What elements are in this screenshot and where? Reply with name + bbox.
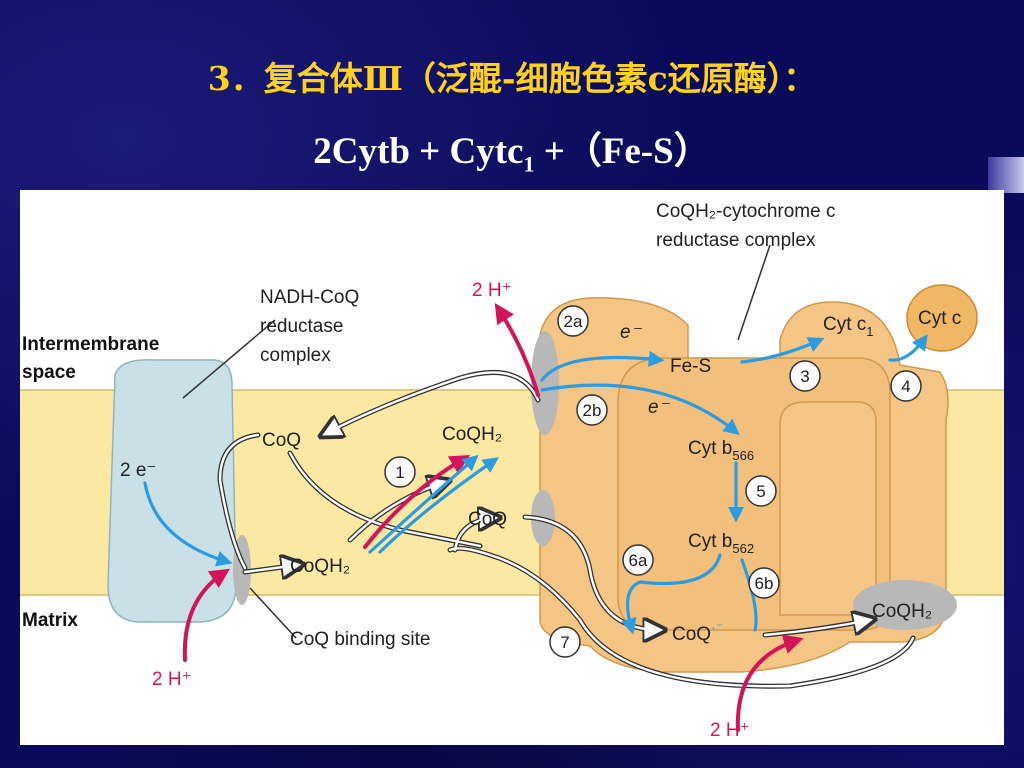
cyt-c1-label: Cyt c1	[823, 314, 874, 339]
step-1: 1	[395, 463, 404, 482]
coq-binding-site-label: CoQ binding site	[290, 629, 430, 650]
coq-radical-label: CoQ·⁻	[672, 619, 723, 645]
step-4: 4	[901, 377, 910, 396]
nadh-label-line2: reductase	[260, 316, 343, 337]
step-6a: 6a	[629, 551, 648, 570]
subtitle-main: 2Cytb + Cytc	[313, 131, 524, 172]
step-2a: 2a	[564, 312, 583, 331]
fes-label: Fe-S	[670, 356, 711, 377]
qo-site-shape	[531, 331, 559, 435]
subtitle-subscript: 1	[523, 151, 535, 177]
slide-title: 3．复合体Ⅲ（泛醌-细胞色素c还原酶）：	[207, 59, 817, 98]
diagram-svg: 1 2a 2b 3 4 5 6a 6b 7 CoQH₂-cytochrome c…	[20, 201, 1004, 741]
nadh-label-line1: NADH-CoQ	[260, 287, 359, 308]
step-3: 3	[800, 367, 809, 386]
complex-iii-label-line1: CoQH₂-cytochrome c	[656, 201, 835, 222]
cyt-b562-label: Cyt b562	[688, 531, 754, 556]
complex-iii-label-line2: reductase complex	[656, 230, 816, 251]
coqh2-right-label: CoQH₂	[872, 601, 932, 622]
two-h-bottom: 2 H⁺	[710, 720, 750, 741]
complex-iii-figure: 1 2a 2b 3 4 5 6a 6b 7 CoQH₂-cytochrome c…	[20, 190, 1004, 745]
nadh-label-line3: complex	[260, 345, 331, 366]
complex-iii-shape	[539, 297, 949, 673]
coqh2-center-label: CoQH₂	[442, 424, 502, 445]
slide-decoration	[988, 157, 1024, 193]
e-minus-label-1: e⁻	[620, 322, 643, 343]
coq-center-label: CoQ	[468, 509, 507, 530]
nadh-complex-shape	[107, 359, 237, 623]
coqh2-left-label: CoQH₂	[290, 556, 350, 577]
matrix-label: Matrix	[22, 610, 78, 631]
intermembrane-label-line2: space	[22, 362, 76, 383]
step-6b: 6b	[755, 574, 774, 593]
subtitle-tail: +（Fe-S）	[534, 131, 711, 172]
slide-subtitle: 2Cytb + Cytc1 +（Fe-S）	[0, 120, 1024, 177]
e-minus-label-2: e⁻	[648, 397, 671, 418]
step-5: 5	[756, 482, 765, 501]
step-2b: 2b	[583, 401, 602, 420]
coq-left-label: CoQ	[262, 430, 301, 451]
two-electrons-label: 2 e⁻	[120, 460, 156, 481]
two-h-top: 2 H⁺	[472, 280, 512, 301]
cyt-b566-label: Cyt b566	[688, 438, 754, 463]
step-7: 7	[560, 633, 569, 652]
two-h-left: 2 H⁺	[152, 669, 192, 690]
intermembrane-label-line1: Intermembrane	[22, 334, 159, 355]
cyt-c-label: Cyt c	[918, 308, 961, 329]
